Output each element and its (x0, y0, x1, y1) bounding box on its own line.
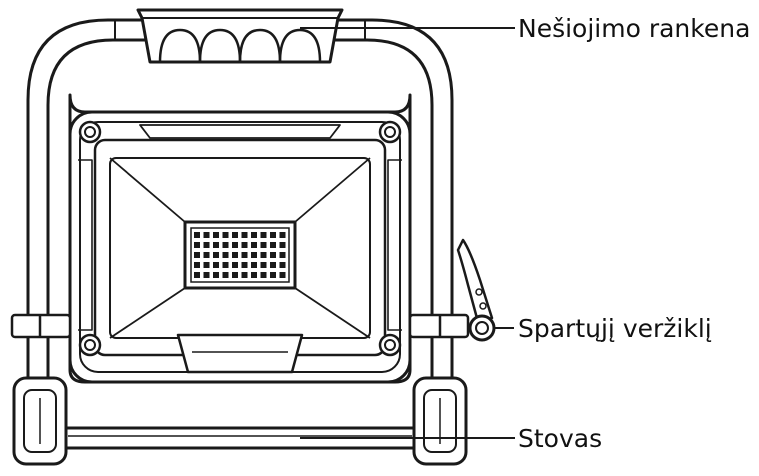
led-chip (279, 232, 286, 238)
led-chip (222, 272, 229, 278)
led-chip (260, 242, 267, 248)
led-chip (213, 232, 219, 238)
led-chip (279, 272, 286, 278)
led-chip (270, 242, 276, 248)
carry-handle (136, 8, 344, 64)
led-chip (270, 232, 276, 238)
led-chip (232, 232, 238, 238)
led-chip (251, 262, 257, 268)
led-chip (270, 272, 276, 278)
led-chip (241, 252, 248, 258)
led-chip (194, 252, 200, 258)
led-chip (194, 272, 200, 278)
quick-release-clamp (456, 238, 496, 342)
led-chip (203, 262, 210, 268)
led-chip (260, 252, 267, 258)
led-chip (270, 252, 276, 258)
led-panel (183, 220, 297, 290)
led-chip (241, 232, 248, 238)
led-chip (251, 232, 257, 238)
led-chip (251, 252, 257, 258)
led-chip (194, 232, 200, 238)
led-chip (194, 262, 200, 268)
led-chip (203, 242, 210, 248)
led-chip (260, 272, 267, 278)
side-brackets (10, 313, 470, 339)
led-chip (251, 242, 257, 248)
led-chip (270, 262, 276, 268)
led-chip (203, 252, 210, 258)
led-chip (279, 252, 286, 258)
led-chip (241, 242, 248, 248)
led-chip (222, 242, 229, 248)
led-chip (203, 272, 210, 278)
led-chip (194, 242, 200, 248)
led-chip (251, 272, 257, 278)
led-chip (260, 232, 267, 238)
callout-lines (300, 27, 515, 439)
led-chip (232, 272, 238, 278)
led-chip (232, 252, 238, 258)
stand (12, 376, 468, 466)
led-chip (232, 242, 238, 248)
led-chip (213, 272, 219, 278)
label-stand: Stovas (518, 424, 603, 453)
led-chip (241, 272, 248, 278)
led-chip (241, 262, 248, 268)
led-chip (260, 262, 267, 268)
led-chip (213, 262, 219, 268)
label-carry-handle: Nešiojimo rankena (518, 14, 751, 43)
led-chip (222, 262, 229, 268)
led-chip (279, 242, 286, 248)
led-chip (203, 232, 210, 238)
led-chip (213, 242, 219, 248)
led-chip (232, 262, 238, 268)
led-chip (222, 252, 229, 258)
corner-screws (78, 120, 402, 357)
led-chip (222, 232, 229, 238)
led-chip (213, 252, 219, 258)
label-quick-release: Spartųjį veržiklį (518, 314, 712, 343)
led-chip (279, 262, 286, 268)
